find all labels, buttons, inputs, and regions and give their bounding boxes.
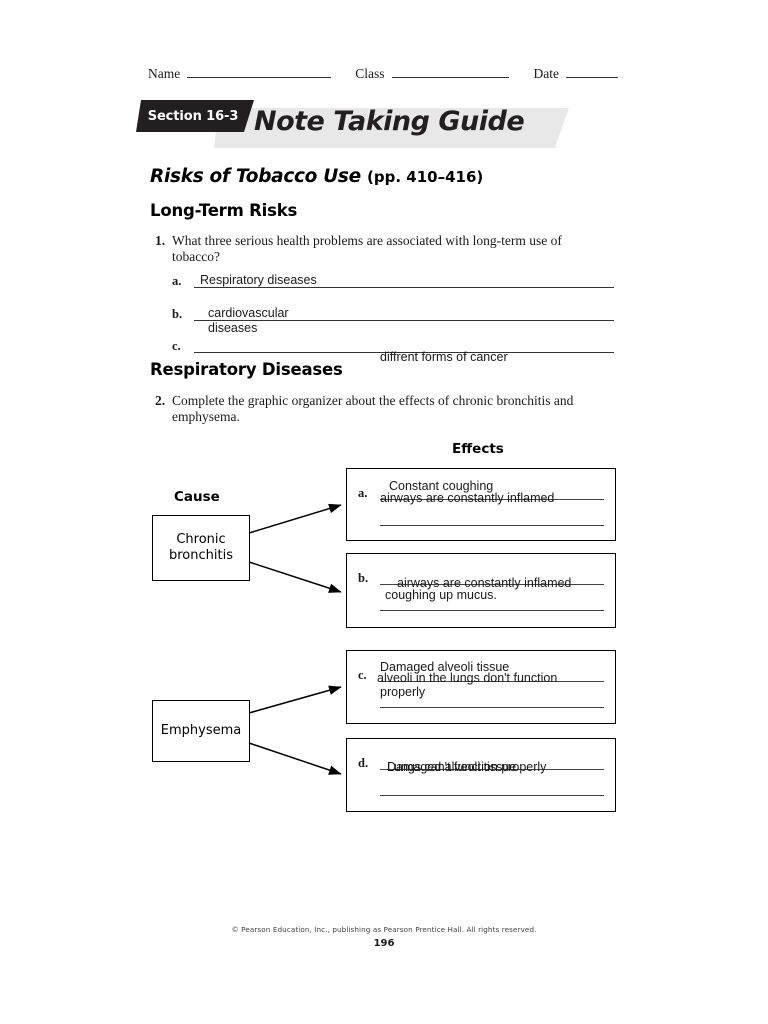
question-2: 2. Complete the graphic organizer about … [155, 393, 605, 425]
question-1: 1. What three serious health problems ar… [155, 233, 605, 265]
question-1-text: What three serious health problems are a… [172, 233, 562, 264]
answer-letter-c: c. [172, 339, 181, 353]
answer-letter-a: a. [172, 274, 182, 288]
page-title-pages: (pp. 410–416) [367, 168, 484, 186]
banner-background-shape [214, 108, 569, 148]
arrow-emphysema-to-d [248, 742, 342, 775]
title-banner: Section 16-3 Note Taking Guide [136, 100, 586, 148]
answer-text-c: diffrent forms of cancer [380, 350, 508, 364]
name-blank-field[interactable] [187, 66, 332, 78]
effect-writing-line-b2[interactable] [380, 610, 604, 611]
arrow-bronchitis-to-b [248, 561, 342, 593]
answer-row-b[interactable]: b. cardiovascular diseases [172, 305, 622, 335]
answer-row-a[interactable]: a. Respiratory diseases [172, 272, 622, 292]
effect-text-b-2: coughing up mucus. [385, 588, 497, 602]
effect-writing-line-a2[interactable] [380, 525, 604, 526]
name-label: Name [148, 66, 181, 81]
effect-text-b-1: airways are constantly inflamed [397, 576, 572, 590]
effect-writing-line-c2[interactable] [380, 707, 604, 708]
answer-letter-b: b. [172, 307, 183, 321]
effect-text-c-3: properly [380, 685, 426, 699]
effect-writing-line-a1[interactable] [380, 499, 604, 500]
effect-text-c-2: alveoli in the lungs don't function [377, 671, 558, 685]
effect-writing-line-d2[interactable] [380, 795, 604, 796]
effect-writing-line-b1[interactable] [380, 584, 604, 585]
answer-text-a: Respiratory diseases [200, 273, 317, 287]
effect-letter-c: c. [358, 668, 367, 682]
effect-box-b[interactable]: b. airways are constantly inflamed cough… [346, 553, 616, 628]
effect-text-d-1: Lungs can't function properly [387, 760, 547, 774]
arrow-bronchitis-to-a [248, 503, 342, 534]
effect-text-a-1: Constant coughing [389, 479, 494, 493]
effects-column-label: Effects [452, 441, 504, 457]
page-title-text: Risks of Tobacco Use [150, 166, 361, 187]
banner-title: Note Taking Guide [254, 106, 525, 137]
answer-text-b: cardiovascular [208, 306, 289, 320]
cause-box-chronic-bronchitis: Chronic bronchitis [152, 515, 250, 581]
question-1-number: 1. [155, 233, 166, 248]
page-title: Risks of Tobacco Use (pp. 410–416) [150, 166, 483, 187]
copyright-notice: © Pearson Education, Inc., publishing as… [231, 925, 537, 934]
date-label: Date [533, 66, 559, 81]
question-2-text: Complete the graphic organizer about the… [172, 393, 574, 424]
answer-line-c[interactable] [194, 352, 614, 353]
question-2-number: 2. [155, 393, 166, 408]
effect-box-d[interactable]: d. Lungs can't function properly Damaged… [346, 738, 616, 812]
effect-box-a[interactable]: a. Constant coughing airways are constan… [346, 468, 616, 541]
answer-line-b[interactable] [194, 320, 614, 321]
effect-letter-d: d. [358, 756, 369, 770]
subheading-respiratory-diseases: Respiratory Diseases [150, 360, 343, 379]
student-info-line: Name Class Date [148, 66, 618, 86]
class-label: Class [355, 66, 385, 81]
answer-row-c[interactable]: c. diffrent forms of cancer [172, 337, 622, 364]
class-blank-field[interactable] [391, 66, 510, 78]
subheading-long-term-risks: Long-Term Risks [150, 201, 298, 220]
arrow-emphysema-to-c [248, 685, 342, 714]
effect-text-a-2: airways are constantly inflamed [380, 491, 555, 505]
page-number: 196 [373, 938, 395, 949]
effect-text-d-2: Damaged alveoli tissue [387, 760, 517, 774]
effect-writing-line-d1[interactable] [380, 769, 604, 770]
effect-letter-b: b. [358, 571, 369, 585]
section-tag-label: Section 16-3 [147, 108, 239, 124]
cause-column-label: Cause [174, 489, 220, 505]
effect-letter-a: a. [358, 486, 368, 500]
date-blank-field[interactable] [565, 66, 618, 78]
effect-writing-line-c1[interactable] [380, 681, 604, 682]
answer-text-b-continued: diseases [208, 321, 258, 335]
answer-line-a[interactable] [194, 287, 614, 288]
section-tag: Section 16-3 [136, 100, 254, 132]
cause-box-emphysema: Emphysema [152, 700, 250, 762]
effect-box-c[interactable]: c. Damaged alveoli tissue alveoli in the… [346, 650, 616, 724]
effect-text-c-1: Damaged alveoli tissue [380, 660, 510, 674]
